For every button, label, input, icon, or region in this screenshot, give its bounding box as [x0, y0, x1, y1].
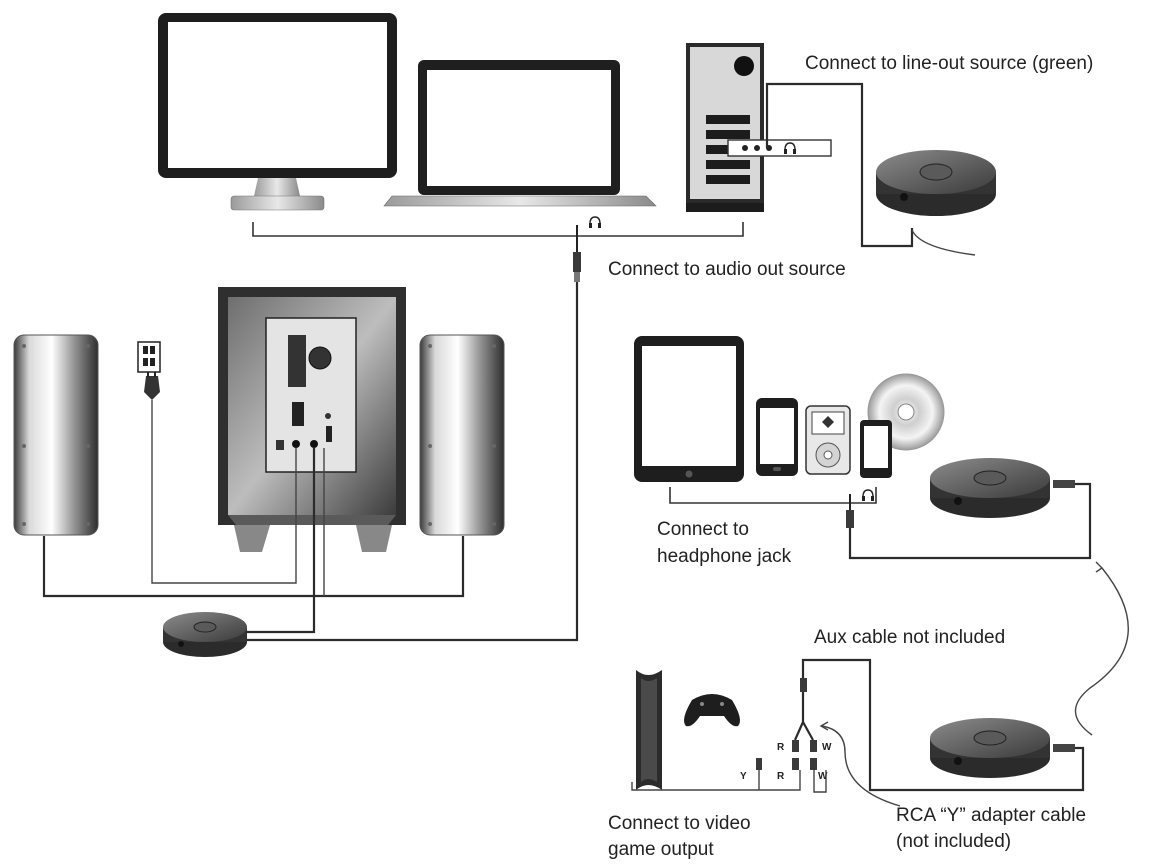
- label-aux-cable: Aux cable not included: [814, 627, 1006, 648]
- headphone-icon: [784, 142, 796, 154]
- subwoofer-icon: [218, 287, 406, 552]
- video-out-cable: [631, 770, 801, 791]
- source-bracket: [252, 222, 744, 237]
- rca-yellow: Y: [740, 771, 747, 782]
- label-headphone-line2: headphone jack: [657, 546, 792, 567]
- smartphone-icon: [860, 420, 892, 478]
- pod-cable-tail: [911, 229, 976, 256]
- rca-pointer-arrow: [821, 725, 901, 807]
- power-plug-icon: [144, 372, 160, 400]
- control-pod-icon: [930, 458, 1050, 518]
- aux-cable: [801, 658, 1085, 792]
- music-player-icon: [805, 405, 851, 475]
- control-pod-icon: [876, 150, 996, 216]
- speaker-cables: [42, 536, 465, 598]
- label-video-line1: Connect to video: [608, 813, 751, 834]
- pod-cable: [242, 448, 316, 634]
- power-cord: [151, 400, 297, 584]
- speaker-icon: [419, 334, 505, 536]
- speaker-icon: [13, 334, 99, 536]
- rca-red-upper: R: [777, 742, 785, 753]
- laptop-icon: [383, 60, 657, 207]
- label-line-out: Connect to line-out source (green): [805, 53, 1094, 74]
- label-headphone-line1: Connect to: [657, 519, 749, 540]
- rca-y-adapter: R W R W Y: [740, 678, 832, 793]
- rca-white-upper: W: [822, 742, 832, 753]
- smartphone-icon: [756, 398, 798, 476]
- mobile-bracket: [669, 487, 877, 504]
- pc-tower-icon: [686, 43, 832, 212]
- audio-cable: [246, 282, 579, 642]
- control-pod-icon: [930, 718, 1050, 778]
- rca-white-lower: W: [818, 771, 828, 782]
- rca-red-lower: R: [777, 771, 785, 782]
- headphone-icon: [862, 489, 874, 501]
- monitor-icon: [158, 13, 397, 211]
- audio-jack: [573, 225, 581, 282]
- aux-plug: [1053, 744, 1075, 752]
- swap-arrow: [1074, 567, 1129, 736]
- label-audio-out: Connect to audio out source: [608, 259, 846, 280]
- power-outlet-icon: [137, 341, 161, 373]
- label-rca-line1: RCA “Y” adapter cable: [896, 805, 1087, 826]
- audio-jack: [846, 494, 854, 528]
- headphone-cable: [848, 482, 1092, 560]
- label-video-line2: game output: [608, 839, 714, 860]
- aux-plug: [1053, 480, 1075, 488]
- label-rca-line2: (not included): [896, 831, 1012, 852]
- headphone-icon: [589, 216, 601, 228]
- tablet-icon: [634, 336, 744, 482]
- game-console-icon: [636, 670, 662, 790]
- gamepad-icon: [684, 694, 740, 727]
- line-out-cable: [765, 82, 914, 248]
- control-pod-icon: [163, 612, 247, 657]
